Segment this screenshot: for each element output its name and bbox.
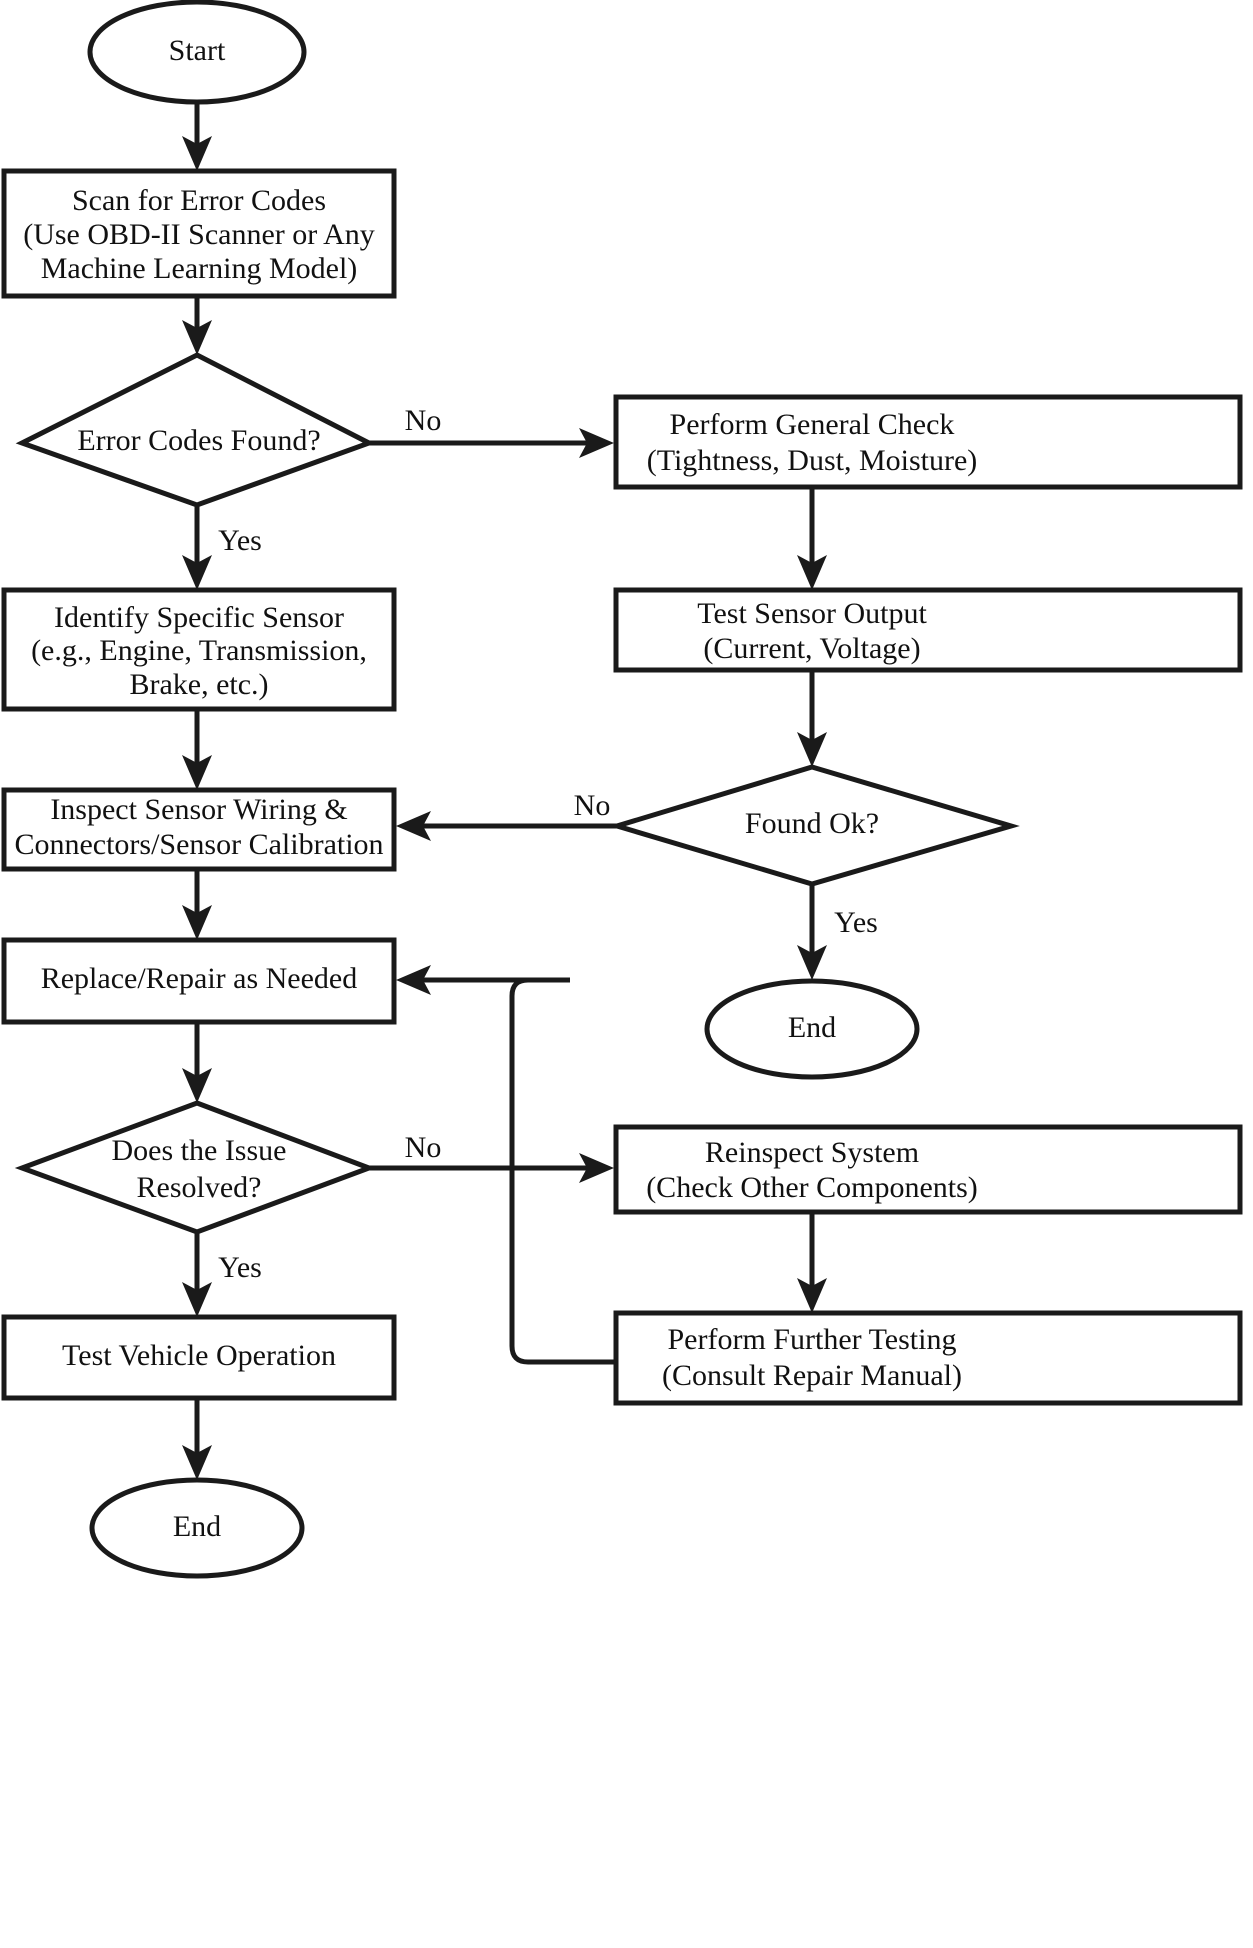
edge-label-found-ok-yes: Yes xyxy=(834,906,878,939)
node-reinspect-system-label-1: (Check Other Components) xyxy=(646,1171,978,1204)
node-test-sensor-output-label-1: (Current, Voltage) xyxy=(703,632,920,665)
node-test-vehicle-label-0: Test Vehicle Operation xyxy=(62,1339,336,1372)
edge-label-issue-resolved-no: No xyxy=(405,1131,442,1164)
node-error-codes-found-decision[interactable]: Error Codes Found? xyxy=(15,352,376,508)
node-general-check-label-0: Perform General Check xyxy=(670,408,955,441)
edge-test-vehicle-to-end-left xyxy=(182,1398,212,1480)
edge-scan-to-error-codes-found xyxy=(182,296,212,355)
edge-test-sensor-output-to-found-ok xyxy=(797,670,827,767)
edge-label-error-codes-no: No xyxy=(405,404,442,437)
node-scan-for-error-codes[interactable]: Scan for Error Codes (Use OBD-II Scanner… xyxy=(1,168,397,299)
node-test-sensor-output[interactable]: Test Sensor Output (Current, Voltage) xyxy=(613,587,1243,673)
node-reinspect-system[interactable]: Reinspect System (Check Other Components… xyxy=(613,1124,1243,1215)
node-inspect-wiring-label-1: Connectors/Sensor Calibration xyxy=(14,828,383,861)
node-found-ok-label-0: Found Ok? xyxy=(745,807,879,840)
edge-general-check-to-test-sensor-output xyxy=(797,487,827,590)
node-further-testing-label-1: (Consult Repair Manual) xyxy=(662,1359,962,1392)
node-identify-sensor-label-0: Identify Specific Sensor xyxy=(54,601,344,634)
edge-error-codes-yes-to-identify-sensor xyxy=(182,505,212,590)
node-scan-label-2: Machine Learning Model) xyxy=(41,252,358,285)
edge-inspect-wiring-to-replace-repair xyxy=(182,869,212,940)
node-general-check-label-1: (Tightness, Dust, Moisture) xyxy=(647,444,978,477)
edge-further-testing-loop-to-replace-repair xyxy=(396,965,614,1365)
node-perform-further-testing[interactable]: Perform Further Testing (Consult Repair … xyxy=(613,1310,1243,1406)
node-end-left[interactable]: End xyxy=(89,1477,305,1579)
edge-reinspect-system-to-further-testing xyxy=(797,1212,827,1313)
node-scan-label-1: (Use OBD-II Scanner or Any xyxy=(23,218,375,251)
edge-found-ok-yes-to-end-right xyxy=(797,884,827,980)
node-further-testing-label-0: Perform Further Testing xyxy=(668,1323,957,1356)
node-test-sensor-output-label-0: Test Sensor Output xyxy=(697,597,927,630)
node-test-vehicle-operation[interactable]: Test Vehicle Operation xyxy=(1,1314,397,1401)
edge-found-ok-no-to-inspect-wiring xyxy=(396,811,617,841)
node-end-left-label-0: End xyxy=(173,1510,221,1543)
node-replace-repair-label-0: Replace/Repair as Needed xyxy=(41,962,358,995)
node-identify-specific-sensor[interactable]: Identify Specific Sensor (e.g., Engine, … xyxy=(1,587,397,712)
edge-identify-sensor-to-inspect-wiring xyxy=(182,709,212,790)
node-issue-resolved-decision[interactable]: Does the Issue Resolved? xyxy=(14,1100,377,1235)
edge-label-found-ok-no: No xyxy=(574,789,611,822)
node-identify-sensor-label-2: Brake, etc.) xyxy=(129,668,268,701)
node-identify-sensor-label-1: (e.g., Engine, Transmission, xyxy=(31,634,367,667)
edge-issue-resolved-yes-to-test-vehicle xyxy=(182,1232,212,1317)
edge-start-to-scan xyxy=(182,102,212,171)
node-issue-resolved-label-1: Resolved? xyxy=(137,1171,262,1204)
node-inspect-wiring-label-0: Inspect Sensor Wiring & xyxy=(50,793,347,826)
node-inspect-sensor-wiring[interactable]: Inspect Sensor Wiring & Connectors/Senso… xyxy=(1,787,397,872)
edge-label-error-codes-yes: Yes xyxy=(218,524,262,557)
node-scan-label-0: Scan for Error Codes xyxy=(72,184,326,217)
edge-label-issue-resolved-yes: Yes xyxy=(218,1251,262,1284)
node-end-right-label-0: End xyxy=(788,1011,836,1044)
node-perform-general-check[interactable]: Perform General Check (Tightness, Dust, … xyxy=(613,394,1243,490)
node-reinspect-system-label-0: Reinspect System xyxy=(705,1136,919,1169)
node-start[interactable]: Start xyxy=(87,0,307,105)
edge-replace-repair-to-issue-resolved xyxy=(182,1022,212,1103)
node-issue-resolved-label-0: Does the Issue xyxy=(112,1134,287,1167)
node-found-ok-decision[interactable]: Found Ok? xyxy=(608,764,1020,887)
node-start-label-0: Start xyxy=(169,34,226,67)
node-error-codes-found-label-0: Error Codes Found? xyxy=(77,424,320,457)
edge-error-codes-no-to-general-check xyxy=(369,428,614,458)
edge-issue-resolved-no-to-reinspect-system xyxy=(369,1153,614,1183)
node-replace-repair[interactable]: Replace/Repair as Needed xyxy=(1,937,397,1025)
node-end-right[interactable]: End xyxy=(704,978,920,1080)
